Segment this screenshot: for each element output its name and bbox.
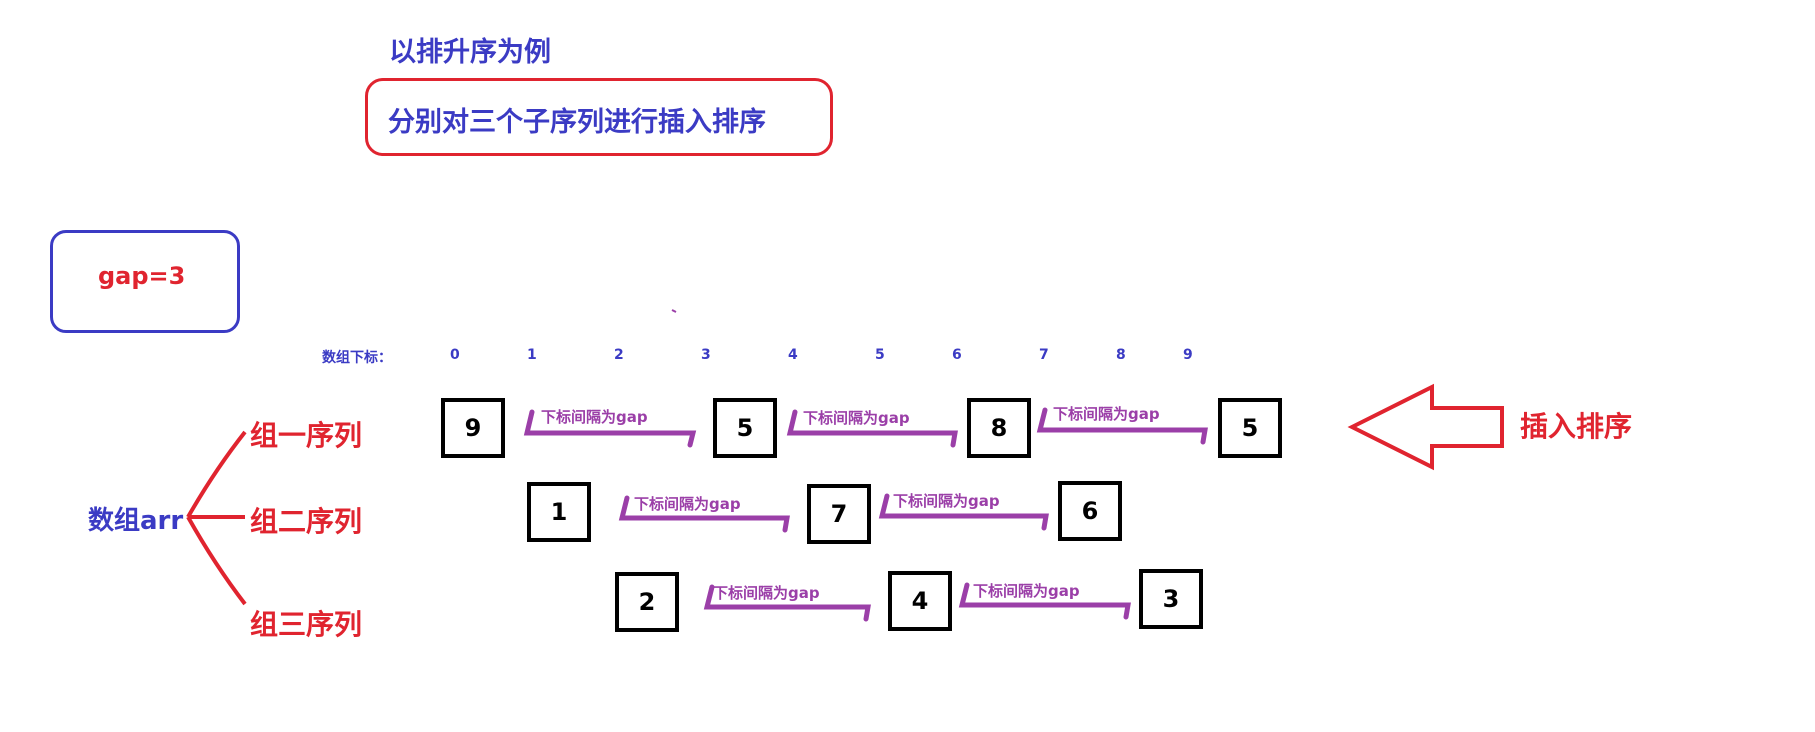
gap-arrow-g1-2: [786, 409, 958, 448]
subtitle-box: [365, 78, 833, 156]
group-3-label: 组三序列: [250, 608, 363, 641]
gap-box: [50, 230, 240, 333]
index-0: 0: [450, 347, 460, 363]
cell-g1-3: 5: [1218, 398, 1282, 458]
gap-value-label: gap=3: [98, 262, 186, 290]
gap-label-g1-2: 下标间隔为gap: [803, 409, 910, 427]
index-6: 6: [952, 347, 962, 363]
gap-label-g1-1: 下标间隔为gap: [541, 408, 648, 426]
group-1-label: 组一序列: [250, 419, 363, 452]
group-1-gap-arrows: [523, 407, 1208, 448]
cell-g3-1: 4: [888, 571, 952, 631]
gap-arrow-g3-2: [958, 582, 1131, 620]
brace-branch-3: [186, 516, 247, 606]
insert-sort-label: 插入排序: [1520, 410, 1633, 443]
cell-g2-0: 1: [527, 482, 591, 542]
index-3: 3: [701, 347, 711, 363]
brace-branch-1: [186, 430, 247, 518]
group-3-gap-arrows: [703, 582, 1131, 622]
gap-label-g3-2: 下标间隔为gap: [973, 582, 1080, 600]
gap-label-g2-2: 下标间隔为gap: [893, 492, 1000, 510]
cell-g3-0: 2: [615, 572, 679, 632]
cell-g3-2: 3: [1139, 569, 1203, 629]
page-title: 以排升序为例: [389, 37, 551, 68]
cell-g2-1: 7: [807, 484, 871, 544]
gap-label-g1-3: 下标间隔为gap: [1053, 405, 1160, 423]
gap-arrow-g1-1: [523, 409, 697, 448]
group-2-gap-arrows: [618, 493, 1049, 533]
gap-label-g2-1: 下标间隔为gap: [634, 495, 741, 513]
index-1: 1: [527, 347, 537, 363]
insert-sort-arrow-icon: [1347, 383, 1504, 471]
cell-g1-2: 8: [967, 398, 1031, 458]
gap-arrow-g2-1: [618, 495, 790, 533]
index-4: 4: [788, 347, 798, 363]
cell-g1-1: 5: [713, 398, 777, 458]
gap-arrow-g2-2: [878, 493, 1049, 531]
stray-mark: [671, 309, 677, 313]
gap-arrow-g1-3: [1036, 407, 1208, 445]
group-brace: [186, 430, 247, 606]
cell-g1-0: 9: [441, 398, 505, 458]
index-5: 5: [875, 347, 885, 363]
cell-g2-2: 6: [1058, 481, 1122, 541]
index-caption: 数组下标：: [322, 350, 392, 366]
index-2: 2: [614, 347, 624, 363]
index-9: 9: [1183, 347, 1193, 363]
index-8: 8: [1116, 347, 1126, 363]
gap-arrow-g3-1: [703, 584, 871, 622]
gap-label-g3-1: 下标间隔为gap: [713, 584, 820, 602]
array-label: 数组arr: [88, 506, 184, 536]
group-2-label: 组二序列: [250, 505, 363, 538]
subtitle-text: 分别对三个子序列进行插入排序: [388, 107, 766, 138]
index-7: 7: [1039, 347, 1049, 363]
